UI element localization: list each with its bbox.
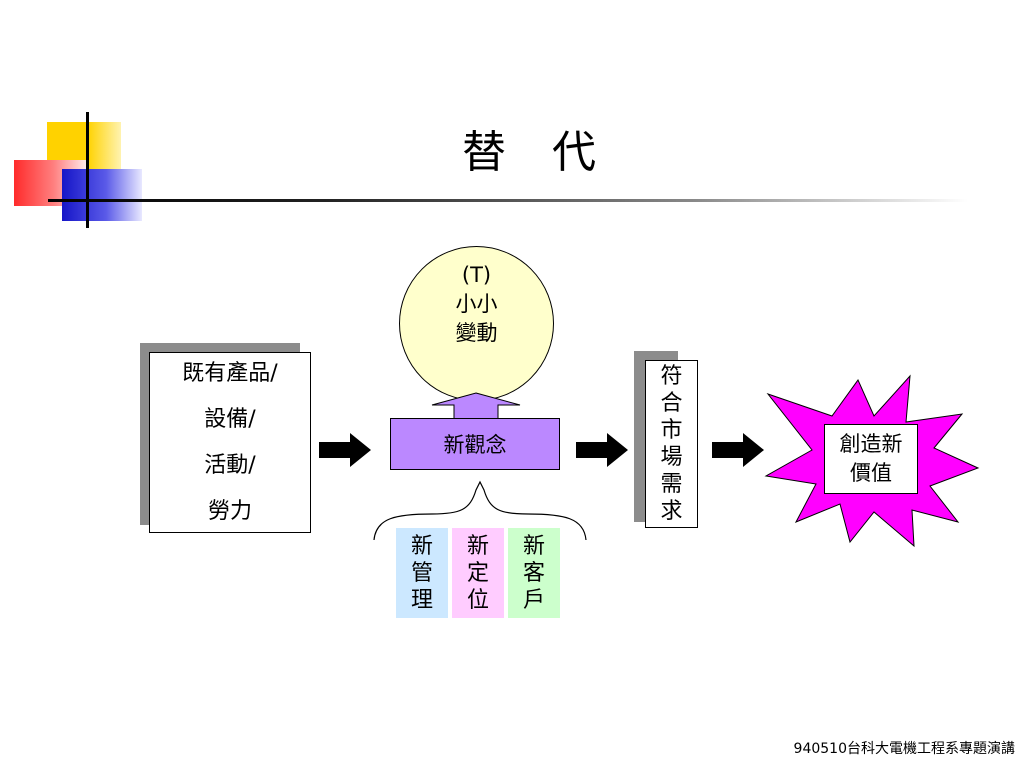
curly-brace-icon	[373, 480, 587, 541]
tag-char: 位	[466, 588, 489, 613]
tag-char: 定	[466, 561, 489, 586]
tag-char: 管	[410, 561, 433, 586]
logo-vertical-line	[86, 112, 89, 228]
value-line: 價值	[850, 461, 892, 485]
circle-line: 變動	[455, 321, 498, 345]
tag-char: 戶	[522, 588, 545, 613]
market-char: 求	[660, 499, 683, 524]
market-char: 符	[660, 364, 683, 389]
tag-char: 客	[522, 561, 545, 586]
small-change-circle: (T) 小小 變動	[399, 246, 554, 401]
existing-box: 既有產品/ 設備/ 活動/ 勞力	[149, 352, 311, 533]
right-arrow-icon	[576, 433, 628, 467]
value-line: 創造新	[839, 432, 903, 456]
title-underline	[48, 199, 968, 202]
tag-char: 理	[410, 588, 433, 613]
market-char: 場	[660, 445, 683, 470]
market-char: 合	[660, 391, 683, 416]
existing-line: 既有產品/	[182, 360, 278, 386]
market-char: 市	[660, 418, 683, 443]
tag-new-customer: 新 客 戶	[508, 528, 560, 618]
market-demand-box: 符 合 市 場 需 求	[645, 360, 698, 528]
right-arrow-icon	[319, 433, 371, 467]
slide-title: 替代	[400, 118, 660, 188]
circle-line: 小小	[455, 292, 498, 316]
title-char-1: 替	[462, 127, 508, 178]
tag-new-management: 新 管 理	[396, 528, 448, 618]
logo-blue-square	[62, 169, 142, 221]
market-char: 需	[660, 472, 683, 497]
circle-line: (T)	[461, 263, 492, 287]
tag-char: 新	[522, 534, 545, 559]
new-concept-box: 新觀念	[390, 418, 560, 470]
title-char-2: 代	[552, 127, 598, 178]
create-value-box: 創造新 價值	[824, 424, 918, 494]
tag-new-positioning: 新 定 位	[452, 528, 504, 618]
tag-char: 新	[466, 534, 489, 559]
right-arrow-icon	[712, 433, 764, 467]
existing-line: 活動/	[204, 452, 256, 478]
footer-text: 940510台科大電機工程系專題演講	[793, 741, 1015, 757]
up-arrow-icon	[431, 392, 521, 420]
tag-char: 新	[410, 534, 433, 559]
existing-line: 設備/	[204, 406, 256, 432]
existing-line: 勞力	[207, 498, 252, 524]
